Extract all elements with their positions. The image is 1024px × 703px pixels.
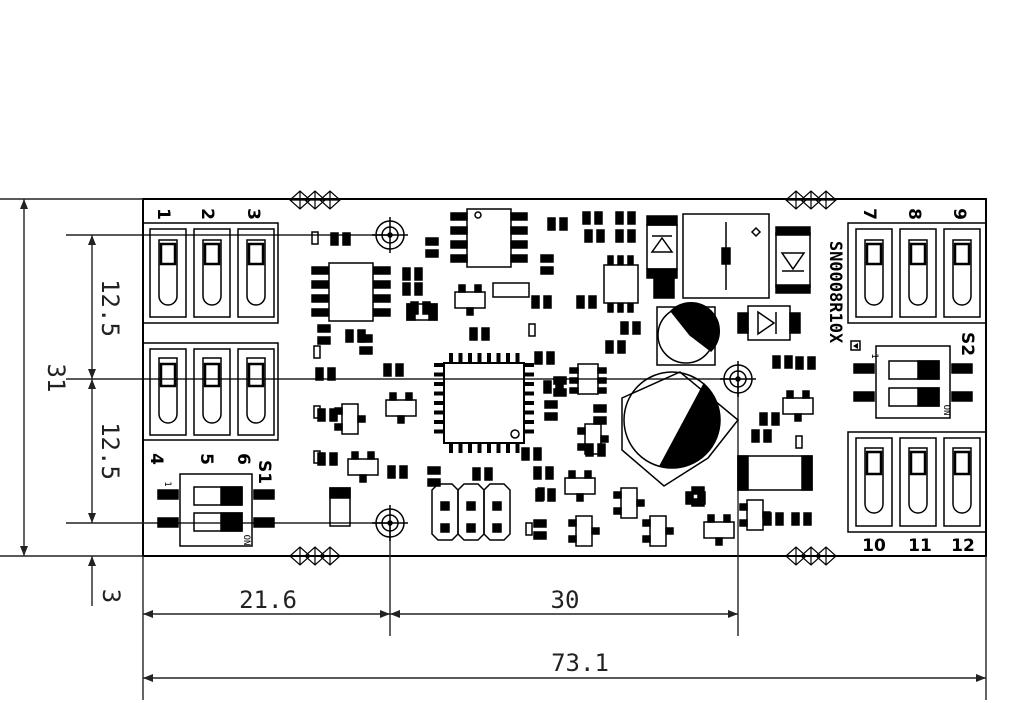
pin-label-12: 12 <box>951 536 975 556</box>
pin-label-3: 3 <box>243 208 263 220</box>
dip-switch-s1 <box>157 473 275 547</box>
dim-left-hole-x: 21.6 <box>239 586 297 614</box>
switch-s1-label: S1 <box>254 460 274 484</box>
diode-top-left <box>646 215 678 279</box>
switch-s1-pin1-label: 1 <box>162 481 172 486</box>
mounting-hole-left-top <box>372 217 408 253</box>
dim-hole-spacing: 30 <box>551 586 580 614</box>
dim-lower-pitch: 12.5 <box>96 422 124 480</box>
pin-label-10: 10 <box>862 536 886 556</box>
dip-switch-s2 <box>850 340 973 419</box>
terminal-block-7-9 <box>847 222 987 324</box>
switch-s2-label: S2 <box>957 332 977 356</box>
fiducial-marks <box>289 190 837 566</box>
pin-label-9: 9 <box>949 208 969 220</box>
switch-s2-on-label: ON <box>941 405 951 416</box>
terminal-block-4-6 <box>142 342 279 441</box>
diode-top-right <box>775 226 811 294</box>
ic-soic-left <box>311 262 391 322</box>
pin-header <box>431 483 511 541</box>
mounting-hole-left-bottom <box>372 505 408 541</box>
dim-bottom-offset: 3 <box>97 589 125 603</box>
pin-label-4: 4 <box>146 453 166 465</box>
capacitor-large <box>621 371 740 487</box>
pin-label-2: 2 <box>197 208 217 220</box>
pin-label-7: 7 <box>859 208 879 220</box>
microcontroller-chip <box>434 353 534 453</box>
pin-label-1: 1 <box>153 208 173 220</box>
diode-power <box>737 455 813 491</box>
inductor-component <box>682 213 770 299</box>
ic-small-right <box>603 255 639 313</box>
dim-upper-pitch: 12.5 <box>96 279 124 337</box>
mounting-hole-right <box>720 361 756 397</box>
diode-middle <box>737 305 801 341</box>
switch-s1-on-label: ON <box>241 535 251 546</box>
terminal-block-1-3 <box>142 222 279 324</box>
terminal-block-10-12 <box>847 431 987 533</box>
pin-label-5: 5 <box>196 453 216 465</box>
pin-label-8: 8 <box>904 208 924 220</box>
pin-label-11: 11 <box>908 536 932 556</box>
pin-label-6: 6 <box>233 453 253 465</box>
smd-components <box>311 211 816 547</box>
ic-soic-top <box>450 208 528 268</box>
switch-s2-pin1-label: 1 <box>869 353 879 358</box>
part-number-label: SN0008R10X <box>825 241 845 344</box>
dim-overall-height: 31 <box>42 364 70 393</box>
dim-overall-width: 73.1 <box>551 649 609 677</box>
capacitor-small <box>656 301 721 366</box>
